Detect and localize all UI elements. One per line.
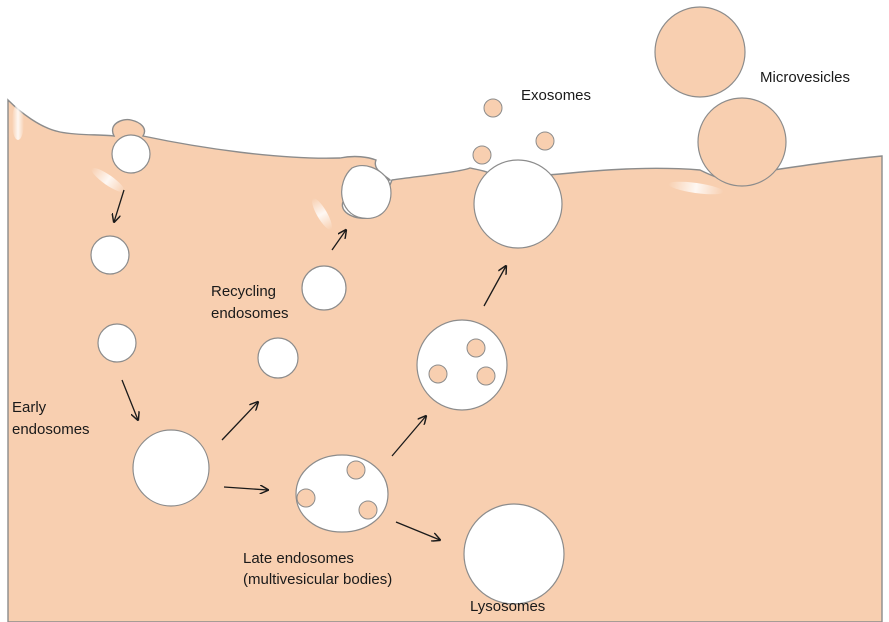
lysosome: [464, 504, 564, 604]
intraluminal-vesicle: [359, 501, 377, 519]
recycling-fusion-pit: [342, 166, 391, 219]
microvesicle-budding: [698, 98, 786, 186]
label-microvesicles: Microvesicles: [760, 69, 850, 86]
early-endosome-vesicle: [98, 324, 136, 362]
mvb-fusion-pit: [474, 160, 562, 248]
intraluminal-vesicle: [347, 461, 365, 479]
intraluminal-vesicle: [297, 489, 315, 507]
multivesicular-body: [417, 320, 507, 410]
exosome: [473, 146, 491, 164]
membrane-highlight: [12, 104, 24, 140]
early-endosome-vesicle: [91, 236, 129, 274]
label-recycling-line2: endosomes: [211, 305, 289, 322]
exosome: [484, 99, 502, 117]
endocytic-pit: [112, 135, 150, 173]
recycling-endosome: [302, 266, 346, 310]
microvesicle-released: [655, 7, 745, 97]
label-early-line2: endosomes: [12, 421, 90, 438]
label-lysosomes: Lysosomes: [470, 598, 545, 615]
label-late-line1: Late endosomes: [243, 550, 354, 567]
label-exosomes: Exosomes: [521, 87, 591, 104]
label-recycling-line1: Recycling: [211, 283, 276, 300]
intraluminal-vesicle: [429, 365, 447, 383]
label-early-line1: Early: [12, 399, 47, 416]
label-late-line2: (multivesicular bodies): [243, 571, 392, 588]
intraluminal-vesicle: [467, 339, 485, 357]
early-endosome: [133, 430, 209, 506]
intraluminal-vesicle: [477, 367, 495, 385]
exosome: [536, 132, 554, 150]
recycling-endosome: [258, 338, 298, 378]
